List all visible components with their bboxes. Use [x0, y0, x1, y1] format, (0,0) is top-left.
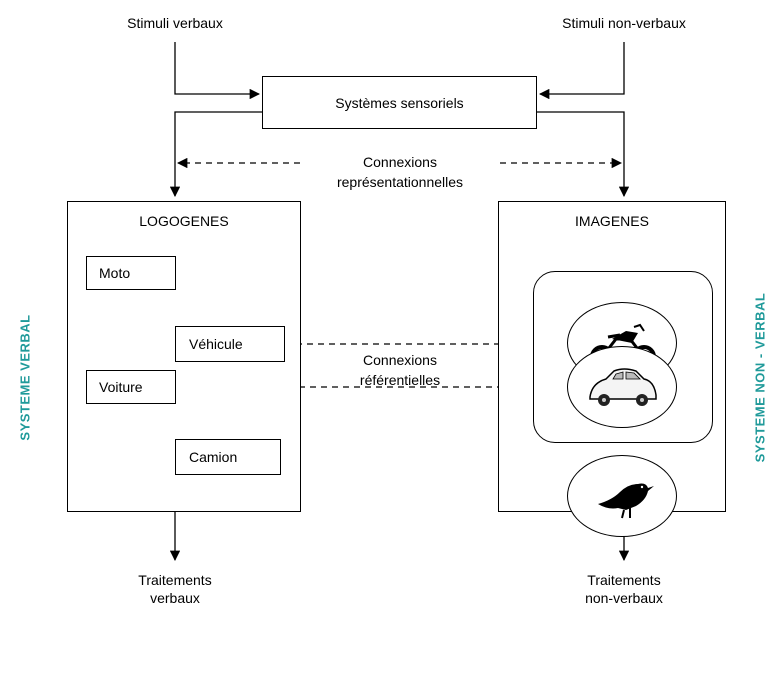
bird-image-node	[567, 455, 677, 537]
vehicle-image-group	[533, 271, 713, 443]
nonverbal-system-side-label: SYSTEME NON - VERBAL	[752, 292, 768, 463]
verbal-output-line1: Traitements	[138, 572, 212, 588]
verbal-stimuli-label: Stimuli verbaux	[127, 15, 223, 31]
verbal-system-side-label: SYSTEME VERBAL	[17, 314, 33, 441]
nonverbal-output-line1: Traitements	[587, 572, 661, 588]
sensory-systems-label: Systèmes sensoriels	[335, 94, 464, 111]
node-camion-label: Camion	[189, 449, 238, 465]
nonverbal-input-arrow	[538, 42, 625, 100]
node-voiture: Voiture	[86, 370, 176, 404]
verbal-input-arrow	[174, 42, 261, 100]
node-moto-label: Moto	[99, 265, 131, 281]
nonverbal-stimuli-label: Stimuli non-verbaux	[562, 15, 686, 31]
node-moto: Moto	[86, 256, 176, 290]
car-image-node	[567, 346, 677, 428]
referential-label-line1: Connexions	[363, 352, 437, 368]
sensory-to-logogenes-arrow	[169, 111, 262, 198]
car-icon	[589, 368, 657, 406]
sensory-systems-box: Systèmes sensoriels	[262, 76, 537, 129]
imagenes-title: IMAGENES	[575, 213, 649, 229]
referential-label-line2: référentielles	[359, 372, 441, 388]
representational-label-line2: représentationnelles	[336, 174, 464, 190]
verbal-output-line2: verbaux	[150, 590, 200, 606]
logogenes-title: LOGOGENES	[139, 213, 229, 229]
node-vehicule-label: Véhicule	[189, 336, 243, 352]
nonverbal-output-line2: non-verbaux	[585, 590, 663, 606]
representational-label-line1: Connexions	[363, 154, 437, 170]
bird-icon	[598, 483, 654, 519]
node-camion: Camion	[175, 439, 281, 475]
node-vehicule: Véhicule	[175, 326, 285, 362]
node-voiture-label: Voiture	[99, 379, 143, 395]
sensory-to-imagenes-arrow	[537, 111, 630, 198]
